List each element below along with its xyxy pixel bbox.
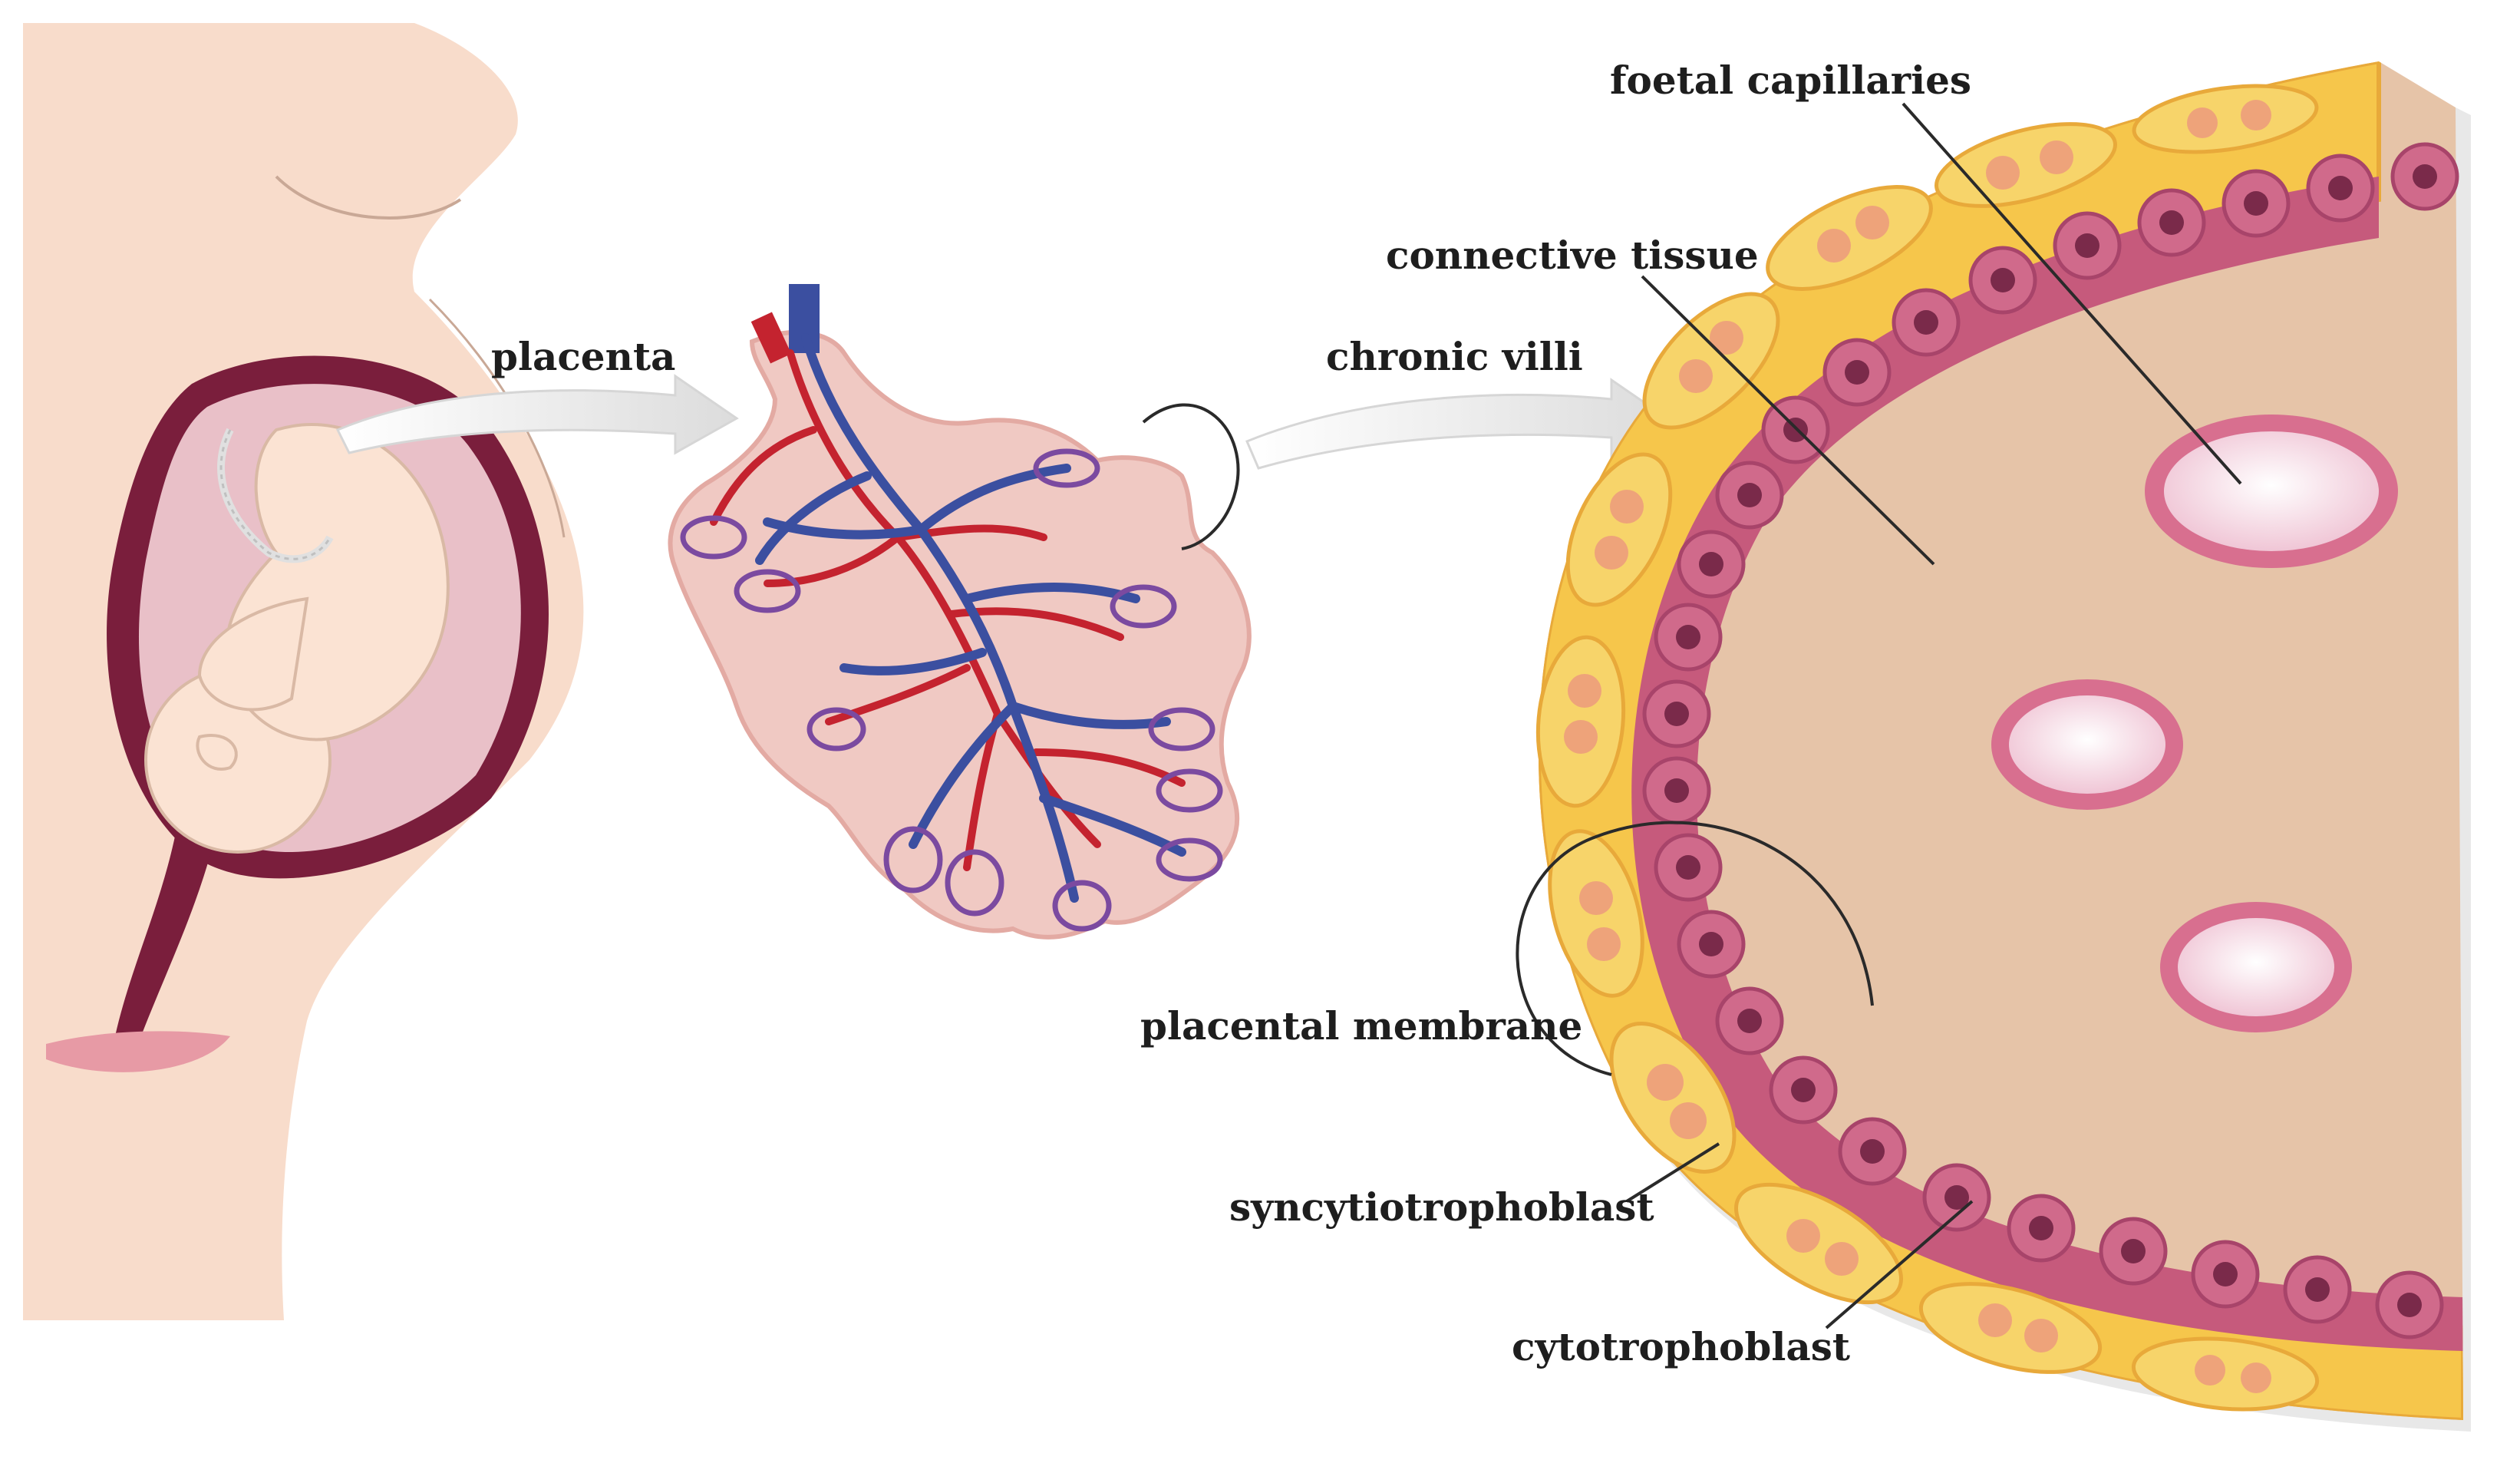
label-syncytiotrophoblast: syncytiotrophoblast [1229, 1184, 1654, 1230]
label-chronic-villi: chronic villi [1326, 334, 1583, 379]
leader-lines [1516, 102, 2242, 1329]
label-connective-tissue: connective tissue [1386, 233, 1759, 278]
label-cytotrophoblast: cytotrophoblast [1512, 1324, 1850, 1369]
leader-foetal-capillaries [1902, 102, 2242, 485]
foetal-capillary-2 [1991, 679, 2183, 810]
leader-cytotrophoblast [1825, 1200, 1974, 1329]
leader-syncytiotrophoblast [1625, 1142, 1720, 1203]
foetal-capillary-1 [2145, 415, 2398, 568]
placental-membrane-bracket [1516, 821, 1874, 1076]
pregnant-body-illustration [23, 23, 584, 1320]
cord-artery [750, 312, 792, 364]
villous-tree-illustration [668, 284, 1252, 940]
syncytio-cells [1535, 84, 2320, 1412]
breast-contour [275, 175, 462, 220]
label-placental-membrane: placental membrane [1140, 1003, 1583, 1049]
fetus [144, 423, 450, 854]
label-foetal-capillaries: foetal capillaries [1610, 58, 1972, 103]
capillary-loops [680, 448, 1223, 932]
cervix [115, 829, 211, 1044]
leader-connective-tissue [1641, 275, 1935, 566]
villus-highlight-circle [1142, 403, 1240, 550]
cytotrophoblast-cells [1642, 142, 2459, 1339]
vaginal-opening [46, 1031, 230, 1072]
arrow-placenta [335, 374, 739, 455]
veins [755, 333, 1186, 903]
foetal-capillary-3 [2160, 902, 2352, 1032]
label-placenta: placenta [491, 334, 676, 379]
arrow-chronic-villi [1245, 378, 1675, 470]
